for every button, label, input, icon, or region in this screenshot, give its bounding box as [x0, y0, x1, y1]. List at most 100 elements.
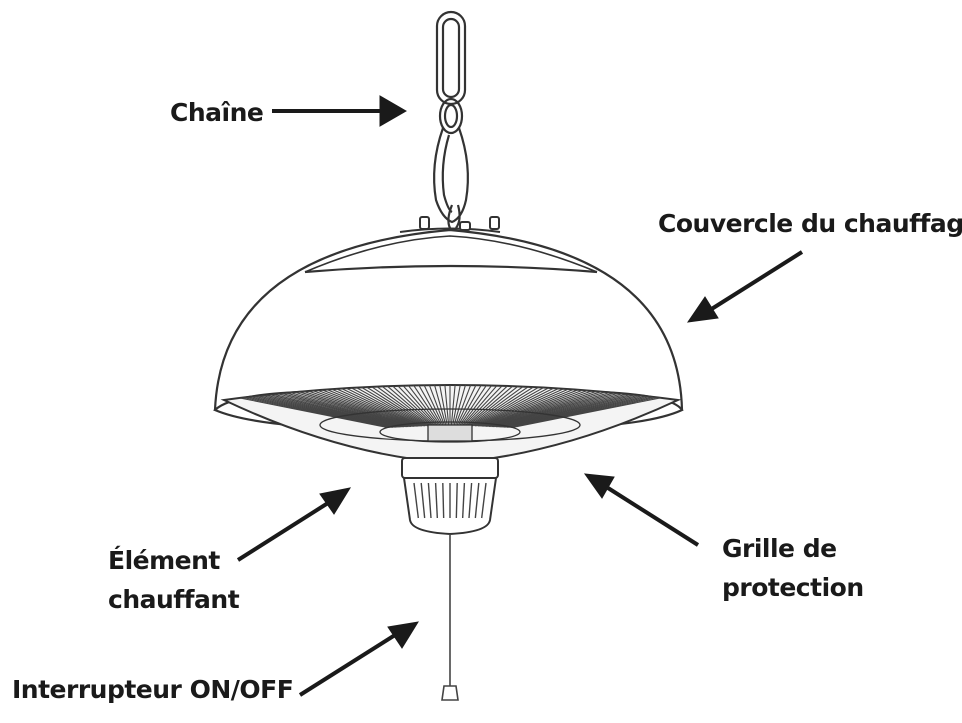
housing-vent-slot	[461, 482, 466, 519]
grille-wire	[463, 385, 506, 426]
grille-wire	[377, 385, 433, 427]
housing-collar	[401, 457, 499, 479]
grille-wire	[399, 385, 438, 426]
chain-clip	[447, 204, 461, 229]
grille-wire	[283, 386, 409, 428]
grille-wire	[469, 385, 529, 427]
bolt-center	[459, 221, 471, 231]
grille-wire	[478, 385, 567, 427]
grille-wire	[495, 386, 634, 428]
housing-vent-slot	[468, 482, 473, 519]
grille-wire	[266, 386, 405, 428]
housing-vent-slot	[434, 482, 439, 519]
label-grille-line1: Grille de	[722, 534, 837, 563]
grille-wire	[344, 385, 424, 427]
grille-wire	[305, 385, 415, 427]
grille-wire	[462, 385, 501, 426]
label-switch: Interrupteur ON/OFF	[12, 675, 294, 704]
grille-wire	[360, 385, 429, 427]
housing-vent-slot	[413, 482, 420, 519]
chain-link-top-inner	[441, 17, 461, 99]
chain-hook	[433, 127, 469, 224]
grille-wire	[502, 387, 662, 428]
bolt-right	[489, 216, 500, 230]
housing-vent-slot	[480, 482, 487, 519]
grille-wire	[394, 385, 437, 426]
grille-wire	[485, 385, 595, 427]
grille-wire	[474, 385, 551, 427]
grille-wire	[464, 385, 512, 427]
grille-wire	[492, 386, 623, 428]
grille-wire	[466, 385, 518, 427]
arrow-chain	[272, 95, 408, 127]
grille-wire	[405, 385, 440, 426]
arrows	[236, 95, 804, 697]
grille-wire	[277, 386, 408, 428]
bolt-left	[419, 216, 430, 230]
grille-wire	[477, 385, 562, 427]
grille-wire	[299, 385, 413, 428]
grille-wire	[484, 385, 590, 427]
grille-wire	[488, 385, 606, 428]
grille-wire	[455, 385, 473, 426]
chain	[433, 10, 469, 229]
label-grille-line2: protection	[722, 573, 864, 602]
grille-wire	[294, 385, 412, 428]
arrow-switch	[298, 621, 420, 697]
grille-wire	[494, 386, 628, 428]
grille-wire	[272, 386, 406, 428]
dome-top-line	[304, 235, 598, 273]
grille-wire	[471, 385, 540, 427]
grille-wire	[456, 385, 479, 426]
chain-ring	[438, 97, 464, 135]
grille-wire	[349, 385, 426, 427]
grille-wire	[388, 385, 436, 427]
grille-wire	[443, 385, 450, 426]
chain-link-top	[435, 10, 467, 106]
arrow-grille	[583, 473, 700, 547]
grille-wire	[476, 385, 556, 427]
housing-vent-slot	[420, 482, 426, 519]
grille-wire	[501, 387, 656, 428]
grille-wire	[491, 386, 617, 428]
housing-vent-slot	[455, 482, 458, 519]
grille-wire	[288, 385, 410, 428]
grille-wire	[470, 385, 534, 427]
grille-wire	[260, 387, 403, 428]
label-chain: Chaîne	[170, 98, 264, 127]
grille-wire	[249, 387, 401, 428]
grille-wire	[427, 385, 445, 426]
grille-wire	[490, 385, 612, 428]
grille-wire	[255, 387, 402, 428]
pull-cord-switch[interactable]	[441, 534, 459, 701]
grille-wire	[438, 385, 448, 426]
grille-wire	[333, 385, 422, 427]
grille-wire	[371, 385, 431, 427]
grille-wire	[498, 387, 645, 428]
grille-ring-inner	[379, 421, 521, 443]
grille-wire	[497, 387, 640, 428]
grille-wire	[481, 385, 578, 427]
housing-vent-slot	[427, 482, 432, 519]
housing-vents	[413, 482, 487, 519]
grille-wire	[244, 387, 399, 428]
grille-wire	[316, 385, 417, 427]
grille-wire	[460, 385, 495, 426]
pull-knob[interactable]	[441, 685, 459, 701]
grille-wire	[483, 385, 584, 427]
grille-wire	[487, 385, 601, 428]
grille-wire	[366, 385, 430, 427]
arrow-element	[236, 487, 352, 562]
grille-wire	[480, 385, 573, 427]
grille-wire	[450, 385, 457, 426]
grille-wire	[416, 385, 443, 426]
grille-wire	[452, 385, 462, 426]
arrow-cover	[686, 250, 804, 323]
dome-outline	[213, 228, 684, 411]
grille-wire	[338, 385, 423, 427]
grille-wire	[459, 385, 490, 426]
grille-wire	[421, 385, 444, 426]
grille-wire	[410, 385, 441, 426]
grille-wire	[355, 385, 427, 427]
